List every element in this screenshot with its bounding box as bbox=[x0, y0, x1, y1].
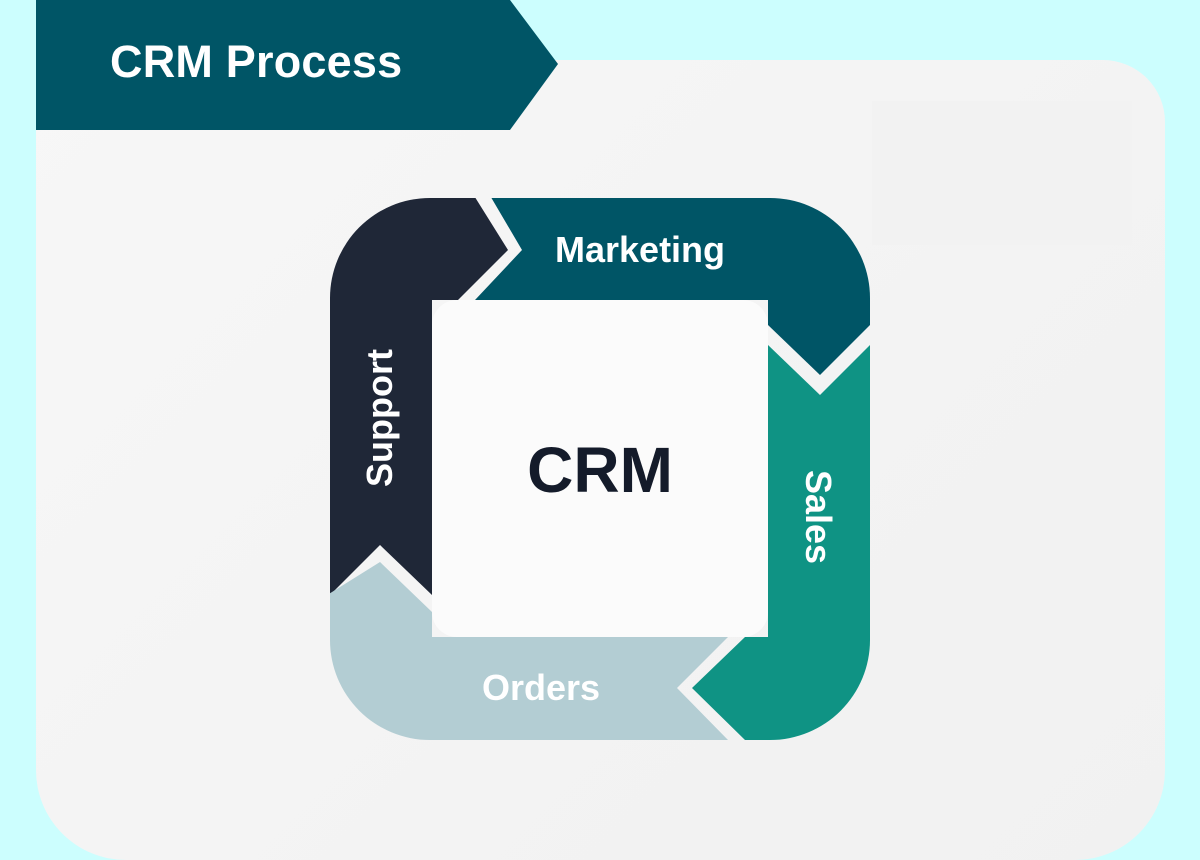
center-box bbox=[432, 300, 768, 637]
banner-arrow-shape bbox=[36, 0, 558, 130]
label-sales: Sales bbox=[798, 469, 839, 565]
cycle-segment-support bbox=[330, 198, 508, 620]
crm-cycle-diagram bbox=[330, 198, 870, 740]
center-label: CRM bbox=[527, 434, 673, 506]
cycle-segment-marketing bbox=[475, 198, 870, 375]
cycle-segment-orders bbox=[330, 562, 728, 740]
label-marketing: Marketing bbox=[555, 229, 726, 270]
page-title: CRM Process bbox=[110, 36, 403, 87]
title-banner: CRM Process bbox=[36, 0, 558, 130]
cycle-segment-sales bbox=[692, 345, 870, 740]
label-support: Support bbox=[359, 349, 400, 487]
label-orders: Orders bbox=[482, 667, 601, 708]
placeholder-panel bbox=[872, 101, 1132, 245]
